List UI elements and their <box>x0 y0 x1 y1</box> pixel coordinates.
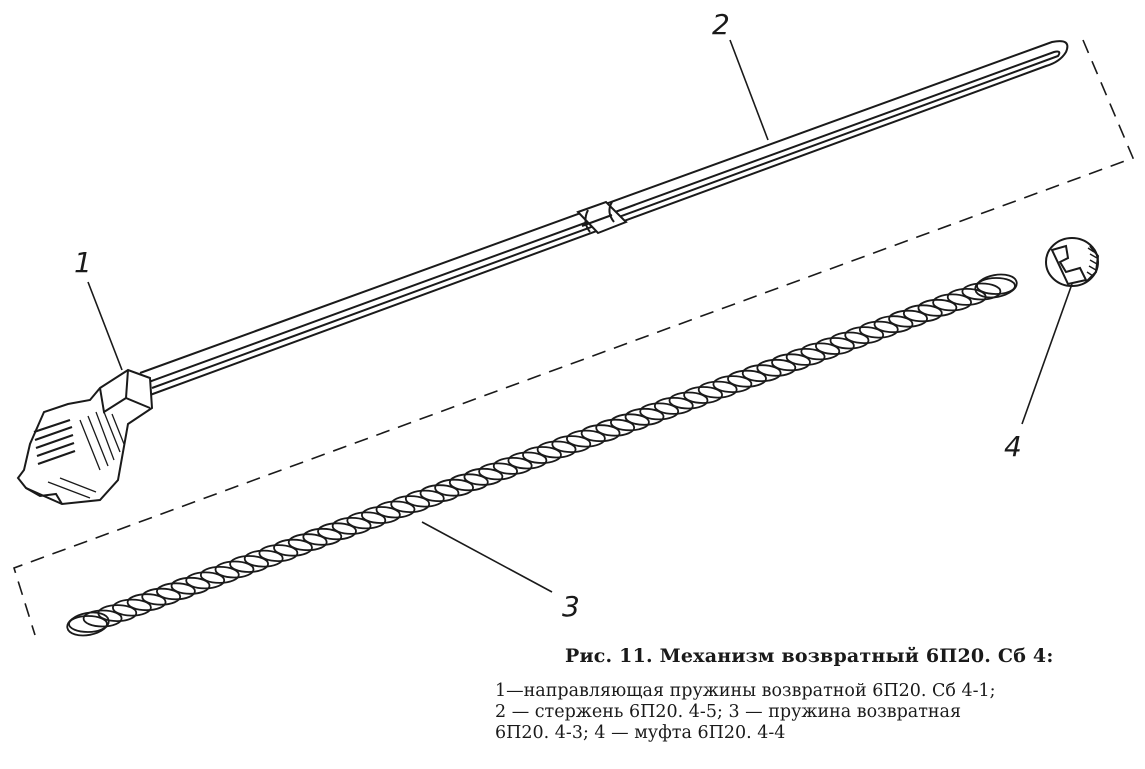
callout-3: 3 <box>562 590 580 623</box>
spring-coil <box>551 435 592 454</box>
spring-coil <box>463 467 504 486</box>
coupling-icon <box>1045 237 1100 287</box>
spring-coil <box>199 565 240 584</box>
caption-line: 6П20. 4-3; 4 — муфта 6П20. 4-4 <box>495 723 786 743</box>
spring-coil <box>273 538 313 557</box>
caption-line: 2 — стержень 6П20. 4-5; 3 — пружина возв… <box>495 702 962 722</box>
return-spring-icon <box>66 273 1018 637</box>
assembly-outline <box>13 39 1135 636</box>
spring-coil <box>229 555 269 573</box>
spring-coil <box>390 495 431 514</box>
spring-coil <box>361 506 401 524</box>
spring-coil <box>712 375 753 394</box>
spring-coil <box>727 369 767 388</box>
callout-4: 4 <box>1004 430 1022 463</box>
spring-coil <box>932 293 972 312</box>
spring-coil <box>771 353 811 372</box>
grip-ridges <box>33 418 76 466</box>
spring-coil <box>419 484 460 503</box>
spring-coil <box>331 516 372 535</box>
spring-coil <box>141 587 182 606</box>
spring-coil <box>683 386 723 404</box>
spring-coil <box>917 298 958 317</box>
spring-coil <box>800 342 841 361</box>
rod-icon <box>139 40 1069 396</box>
spring-coil <box>404 489 445 508</box>
spring-coil <box>375 500 416 519</box>
spring-guide-icon <box>16 368 154 506</box>
spring-coil <box>668 391 709 410</box>
caption-title: Рис. 11. Механизм возвратный 6П20. Сб 4: <box>565 645 1054 667</box>
leader-line-2 <box>729 39 769 141</box>
spring-coil <box>624 407 665 426</box>
leader-line-4 <box>1021 283 1073 425</box>
spring-coil <box>785 347 826 366</box>
spring-coil <box>448 473 489 492</box>
spring-coil <box>507 451 548 470</box>
spring-coil <box>302 527 343 546</box>
hatching <box>47 411 125 499</box>
spring-coil <box>434 478 474 497</box>
spring-coil <box>815 337 855 355</box>
spring-coil <box>697 380 738 399</box>
spring-coil <box>902 304 943 323</box>
spring-coil <box>888 309 928 328</box>
spring-coil <box>478 462 518 481</box>
spring-coil <box>68 615 108 633</box>
leader-line-1 <box>87 281 123 371</box>
spring-coil <box>170 576 211 595</box>
coupling-knurl <box>1086 247 1098 277</box>
spring-coil <box>287 533 328 552</box>
spring-coil <box>214 560 255 579</box>
caption-line: 1—направляющая пружины возвратной 6П20. … <box>495 681 996 701</box>
spring-coil <box>961 282 1002 301</box>
spring-coil <box>112 598 152 617</box>
spring-coil <box>653 396 694 415</box>
spring-coil <box>844 326 885 345</box>
spring-coil <box>243 549 284 568</box>
spring-coil <box>873 315 914 334</box>
spring-coil <box>346 511 387 530</box>
spring-coil <box>756 358 797 377</box>
spring-coil <box>536 440 577 459</box>
spring-coil <box>858 320 899 339</box>
leader-line-3 <box>421 521 553 593</box>
callout-2: 2 <box>712 8 730 41</box>
spring-coil <box>258 544 299 563</box>
spring-coil <box>492 456 533 475</box>
spring-coil <box>82 609 123 628</box>
caption-legend: 1—направляющая пружины возвратной 6П20. … <box>495 681 1145 744</box>
spring-coil <box>639 402 680 421</box>
spring-coil <box>126 593 167 612</box>
spring-coil <box>741 364 782 383</box>
callout-1: 1 <box>74 246 92 279</box>
spring-coil <box>317 522 357 541</box>
figure-caption: Рис. 11. Механизм возвратный 6П20. Сб 4:… <box>495 645 1145 744</box>
spring-coil <box>829 331 870 350</box>
spring-coil <box>566 429 606 448</box>
spring-coil <box>595 418 636 437</box>
spring-coil <box>185 571 226 590</box>
spring-coil <box>156 582 196 601</box>
spring-coil <box>610 413 650 432</box>
spring-coil <box>580 424 621 443</box>
spring-end <box>66 611 110 637</box>
spring-coil <box>522 446 562 464</box>
spring-end <box>974 273 1018 299</box>
spring-coil <box>976 277 1016 295</box>
leader-lines <box>87 39 1073 593</box>
